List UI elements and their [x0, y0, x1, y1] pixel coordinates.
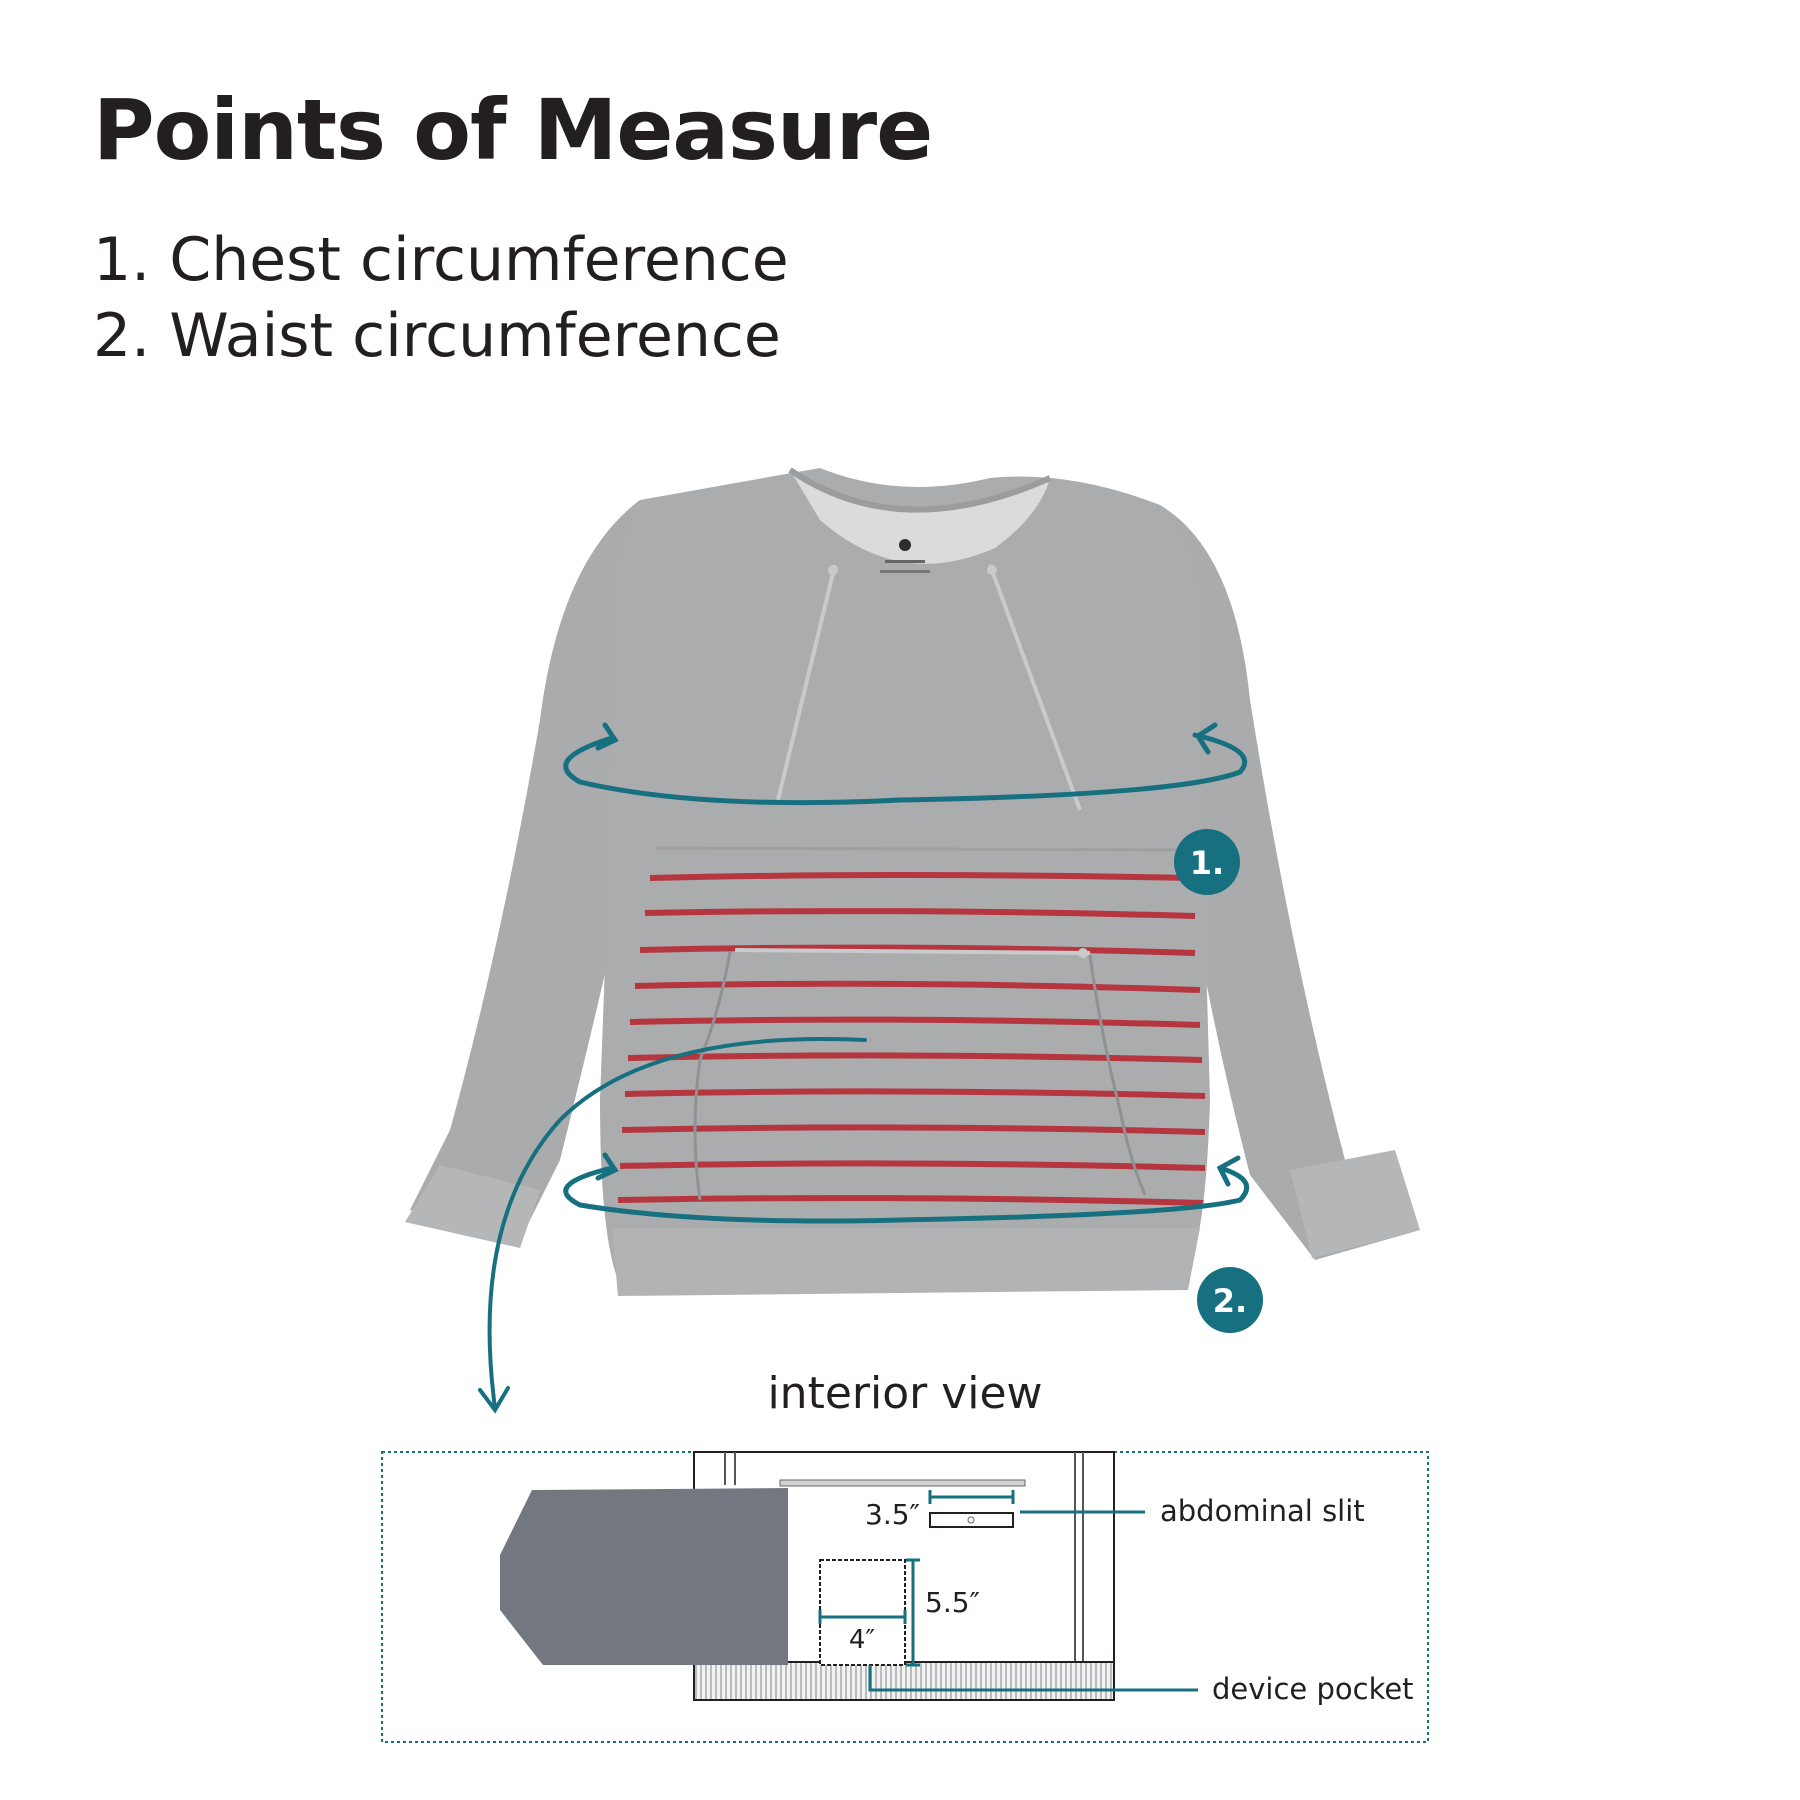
svg-text:2.: 2.: [1213, 1282, 1247, 1320]
chest-measure-arrow-icon: [563, 722, 1248, 806]
svg-text:1.: 1.: [1190, 844, 1224, 882]
interior-view-title: interior view: [767, 1368, 1042, 1419]
abdominal-slit: [929, 1512, 1014, 1528]
device-pocket-callout: device pocket: [1212, 1672, 1414, 1706]
abdominal-slit-callout: abdominal slit: [1160, 1494, 1365, 1528]
nursing-zippers: [734, 564, 1091, 955]
page-title: Points of Measure: [93, 81, 933, 179]
measure-points-list: 1. Chest circumference 2. Waist circumfe…: [93, 222, 789, 374]
waist-measure-arrow-icon: [563, 1152, 1250, 1224]
sweatshirt-image: [405, 467, 1420, 1296]
stripes: [617, 872, 1206, 1206]
left-cuff: [405, 1165, 540, 1248]
marker-2: 2.: [1197, 1267, 1263, 1333]
slit-width-label: 3.5″: [865, 1498, 920, 1531]
brand-logo: [880, 539, 930, 573]
device-pocket: [819, 1559, 906, 1666]
marker-1: 1.: [1174, 829, 1240, 895]
pocket-height-label: 5.5″: [925, 1586, 980, 1619]
interior-view-panel: [381, 1451, 1429, 1743]
right-sleeve: [1160, 505, 1420, 1260]
collar: [790, 470, 1050, 564]
measure-point-waist: 2. Waist circumference: [93, 301, 781, 371]
kangaroo-pocket-seam: [654, 846, 1191, 852]
interior-fabric-panel: [500, 1488, 788, 1665]
waistband: [612, 1228, 1200, 1296]
pocket-width-label: 4″: [849, 1625, 876, 1655]
left-sleeve: [410, 500, 640, 1240]
right-cuff: [1290, 1150, 1420, 1258]
measure-point-chest: 1. Chest circumference: [93, 225, 789, 295]
dimension-lines: [818, 1490, 1198, 1692]
curved-arrow-icon: [478, 1037, 867, 1414]
